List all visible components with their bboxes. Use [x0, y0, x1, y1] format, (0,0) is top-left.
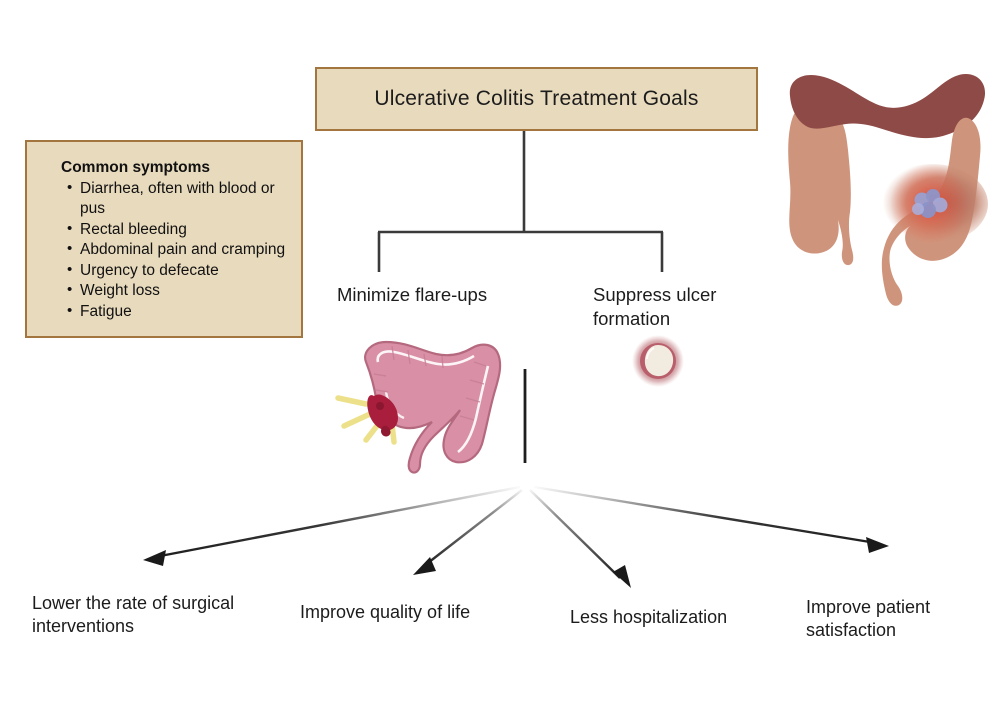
common-symptoms-box: Common symptoms Diarrhea, often with blo…	[25, 140, 303, 338]
lesion-cluster	[912, 189, 948, 218]
inflamed-colon-illustration	[788, 74, 988, 306]
symptoms-list: Diarrhea, often with blood or pus Rectal…	[45, 178, 291, 322]
page-title: Ulcerative Colitis Treatment Goals	[374, 87, 699, 110]
branch-label-suppress-ulcer-formation: Suppress ulcer formation	[593, 284, 717, 329]
outcome-label-improve-patient-satisfaction: Improve patient satisfaction	[806, 597, 931, 641]
flare-lesion	[367, 394, 398, 437]
arrow-outcome-1	[413, 489, 523, 575]
outcome-label-improve-quality-of-life: Improve quality of life	[300, 602, 471, 622]
colon-body	[364, 340, 502, 474]
list-item: Abdominal pain and cramping	[67, 239, 291, 260]
flare-up-colon-illustration	[335, 340, 502, 474]
list-item: Weight loss	[67, 280, 291, 301]
symptoms-heading: Common symptoms	[61, 159, 210, 176]
branch-label-minimize-flare-ups: Minimize flare-ups	[337, 284, 488, 305]
tree-connector-top	[377, 131, 664, 272]
arrow-outcome-2	[529, 489, 631, 588]
title-box: Ulcerative Colitis Treatment Goals	[315, 67, 758, 131]
list-item: Rectal bleeding	[67, 219, 291, 240]
outcome-label-lower-surgical-interventions: Lower the rate of surgical interventions	[32, 593, 235, 637]
arrow-outcome-0	[143, 485, 521, 566]
ulcer-lesion-icon	[632, 335, 684, 387]
outcome-label-less-hospitalization: Less hospitalization	[570, 607, 728, 627]
list-item: Fatigue	[67, 301, 291, 322]
list-item: Diarrhea, often with blood or pus	[67, 178, 291, 219]
arrow-outcome-3	[533, 485, 889, 553]
list-item: Urgency to defecate	[67, 260, 291, 281]
